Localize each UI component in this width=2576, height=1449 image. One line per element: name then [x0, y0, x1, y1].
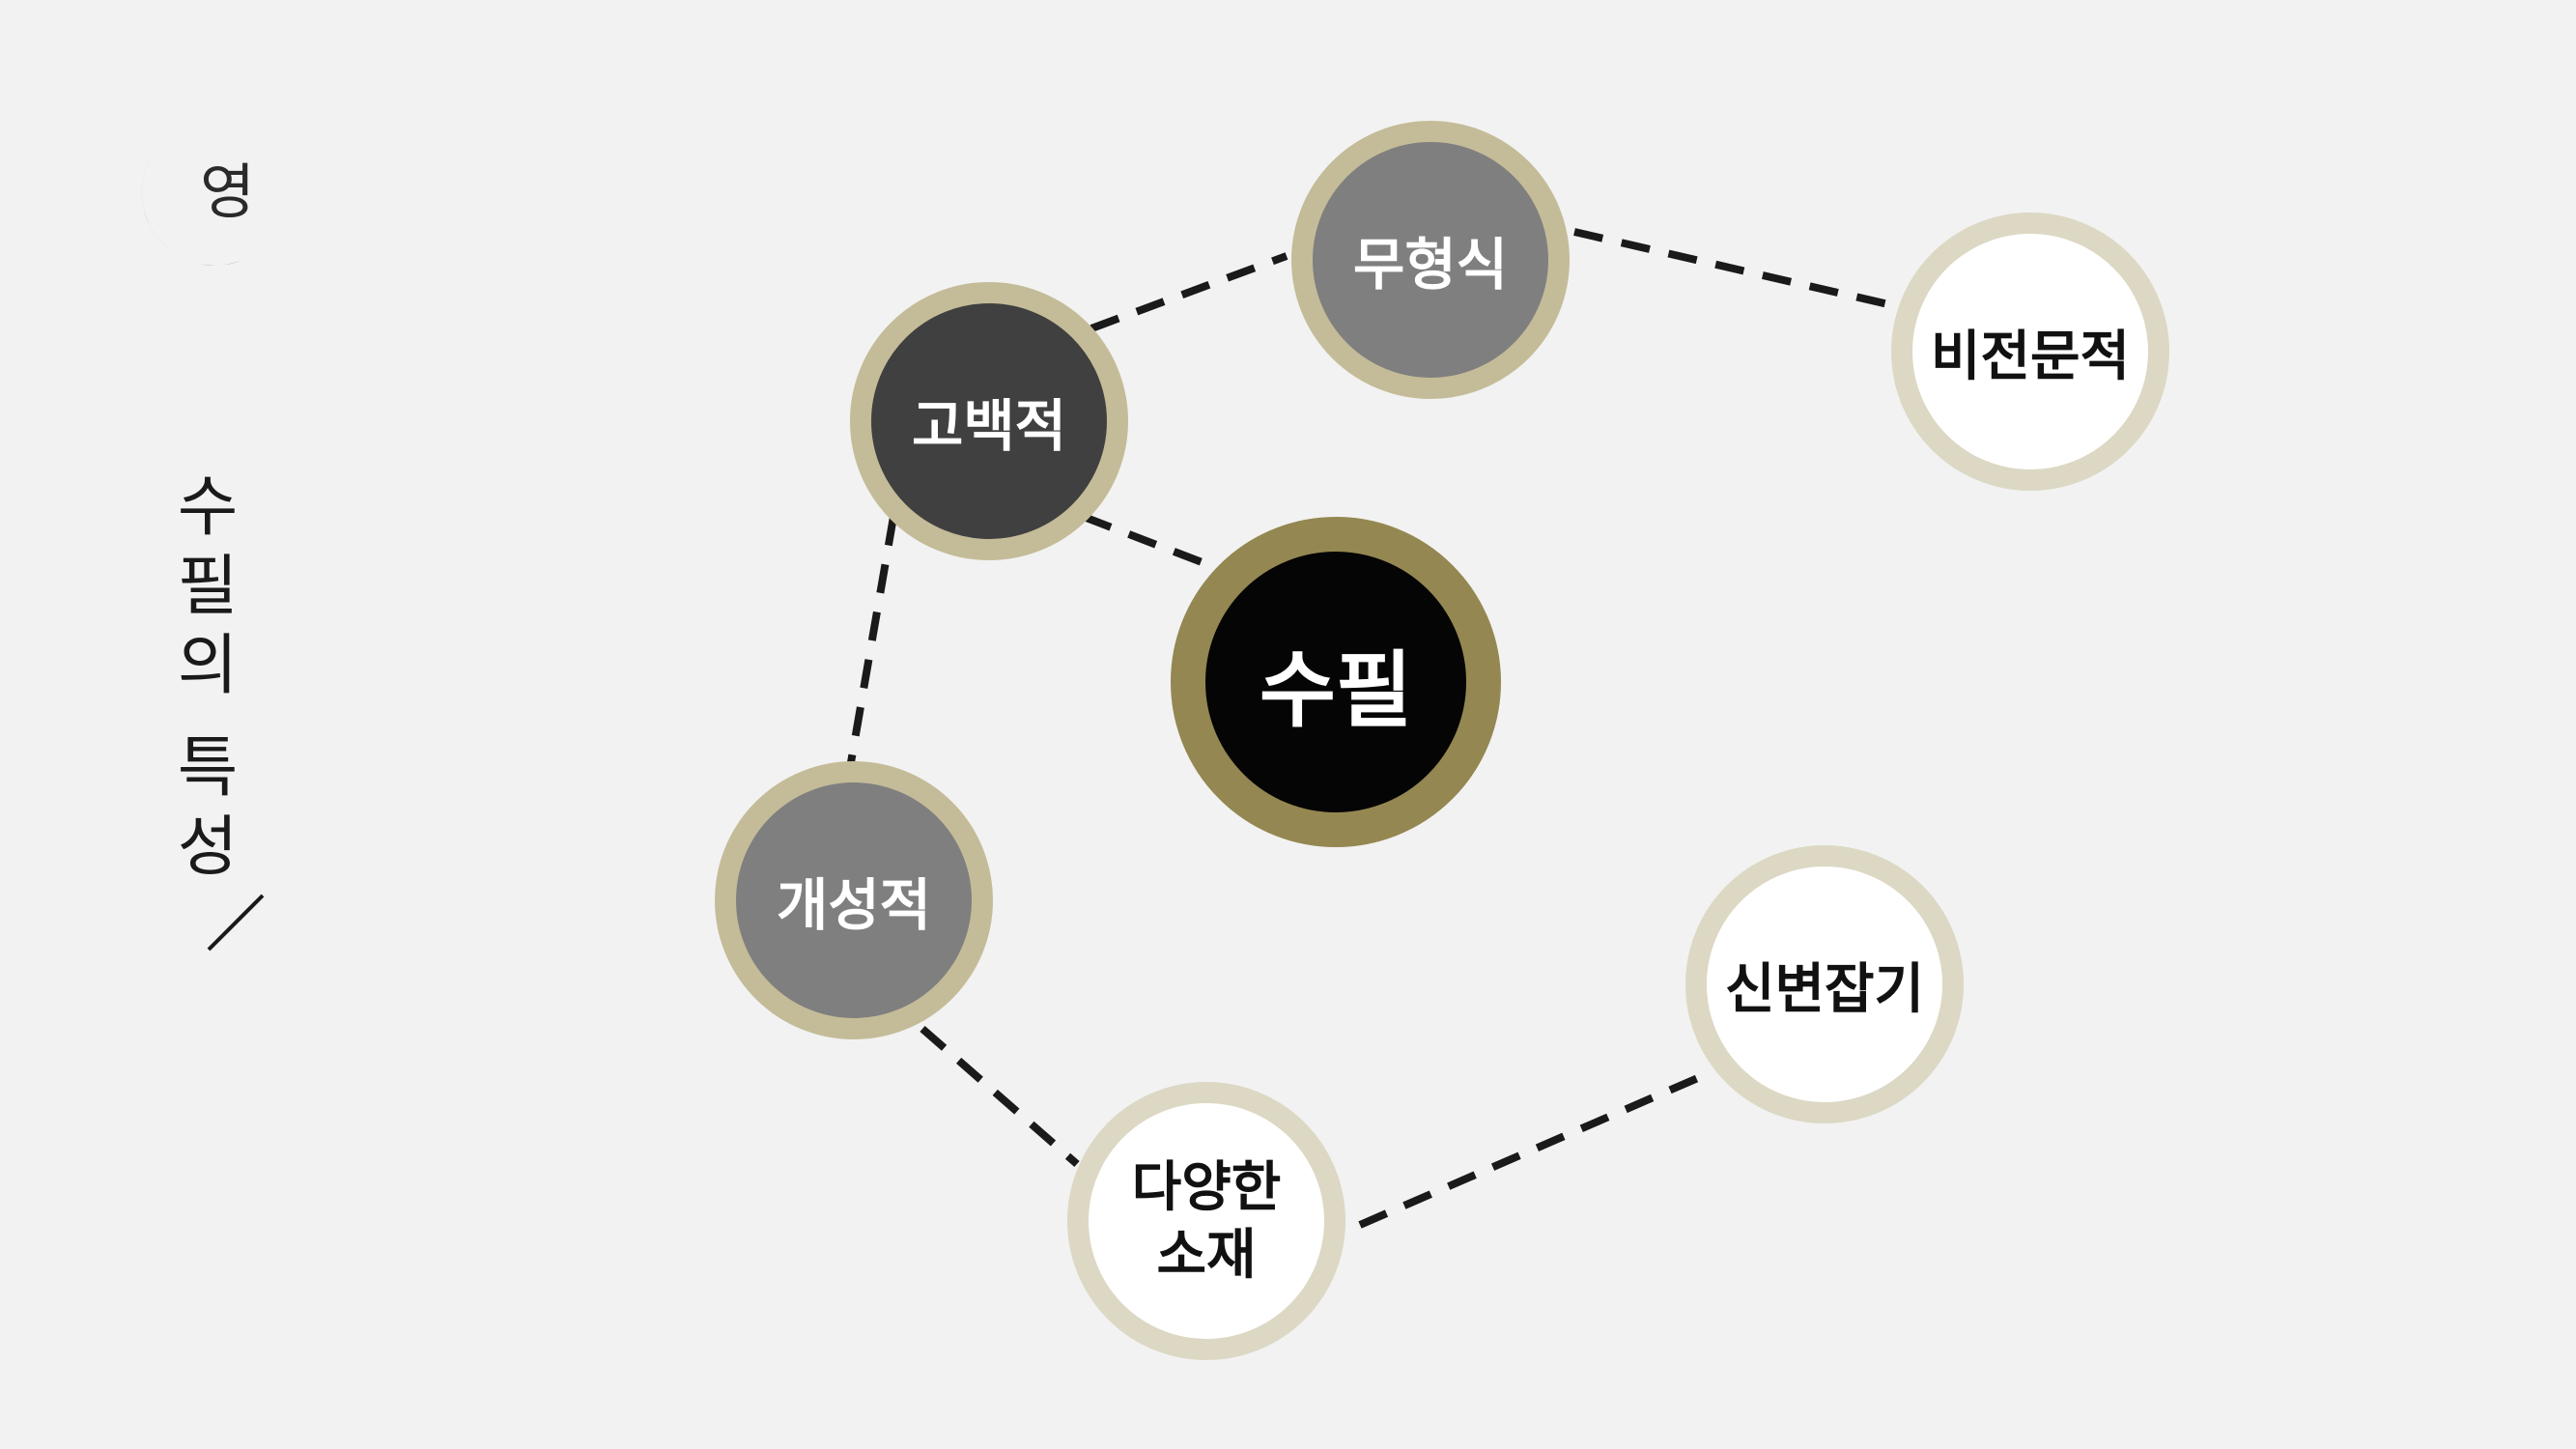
- node-dayang: 다양한 소재: [1067, 1082, 1345, 1360]
- edge-gobaek-muhyeong: [1090, 252, 1288, 332]
- node-bijeonmun: 비전문적: [1891, 213, 2169, 491]
- title-char: 특: [177, 730, 239, 807]
- slash-decoration: [207, 894, 265, 952]
- edge-gaeseong-dayang: [920, 1025, 1080, 1168]
- node-dayang-label: 다양한 소재: [1131, 1155, 1282, 1287]
- node-gaeseong-label: 개성적: [776, 872, 932, 938]
- node-sinbyeon-label: 신변잡기: [1724, 956, 1925, 1021]
- node-bijeonmun-label: 비전문적: [1930, 324, 2131, 388]
- title-char: 성: [177, 810, 239, 886]
- node-muhyeong-label: 무형식: [1352, 232, 1509, 298]
- node-muhyeong: 무형식: [1291, 121, 1570, 399]
- title-char: 수: [177, 469, 239, 546]
- title-char: 필: [177, 549, 239, 625]
- edge-gobaek-gaeseong: [846, 516, 897, 769]
- logo-text: 영: [200, 156, 256, 227]
- node-sinbyeon: 신변잡기: [1685, 845, 1964, 1123]
- edge-gobaek-center: [1082, 513, 1224, 574]
- node-gobaek-label: 고백적: [911, 393, 1067, 459]
- node-center-label: 수필: [1259, 640, 1413, 739]
- edge-dayang-sinbyeon: [1358, 1073, 1702, 1229]
- node-gobaek: 고백적: [850, 282, 1128, 560]
- edge-muhyeong-bijeonmun: [1573, 228, 1889, 308]
- page-title: 수 필 의 특 성: [164, 469, 251, 888]
- title-char: 의: [177, 628, 239, 704]
- node-center: 수필: [1171, 517, 1501, 847]
- node-gaeseong: 개성적: [715, 761, 993, 1039]
